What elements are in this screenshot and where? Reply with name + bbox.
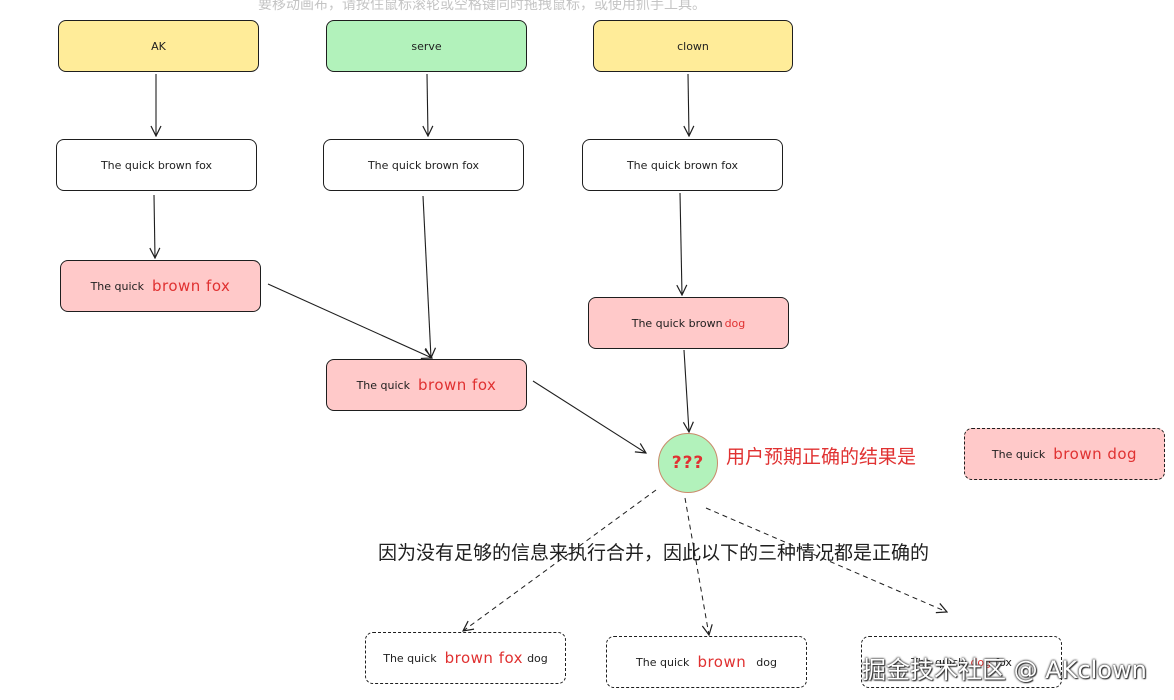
arrow-serve-base-to-merged <box>422 195 431 358</box>
merge-symbol: ??? <box>671 453 705 473</box>
serve-merged-prefix: The quick <box>356 378 410 392</box>
branch-ak-node[interactable]: AK <box>58 20 259 72</box>
dashed-arrow-outcome-3 <box>705 507 947 612</box>
clown-edit-prefix: The quick brown <box>631 316 723 330</box>
serve-base-text: The quick brown fox <box>367 158 480 172</box>
outcome-2-prefix: The quick <box>636 655 690 669</box>
clown-base-node[interactable]: The quick brown fox <box>582 139 783 191</box>
arrow-clown-edit-to-merge <box>684 349 689 432</box>
expected-result-node[interactable]: The quick brown dog <box>964 428 1165 480</box>
expected-result-label: 用户预期正确的结果是 <box>726 446 917 468</box>
branch-serve-label: serve <box>411 39 442 53</box>
arrow-merged-to-merge <box>532 380 646 453</box>
outcome-1-prefix: The quick <box>383 651 437 665</box>
arrow-clown-base-to-edit <box>680 192 682 295</box>
expected-highlight: brown dog <box>1053 445 1138 463</box>
ak-edit-node[interactable]: The quick brown fox <box>60 260 261 312</box>
serve-base-node[interactable]: The quick brown fox <box>323 139 524 191</box>
branch-clown-label: clown <box>677 39 709 53</box>
clown-edit-highlight: dog <box>724 316 746 330</box>
clown-edit-node[interactable]: The quick brown dog <box>588 297 789 349</box>
outcome-1-highlight: brown fox <box>444 649 524 667</box>
canvas-hint: 要移动画布，请按住鼠标滚轮或空格键同时拖拽鼠标，或使用抓手工具。 <box>258 0 706 13</box>
ak-base-node[interactable]: The quick brown fox <box>56 139 257 191</box>
branch-ak-label: AK <box>151 39 166 53</box>
explanation-text: 因为没有足够的信息来执行合并，因此以下的三种情况都是正确的 <box>378 542 930 564</box>
outcome-1-suffix: dog <box>527 651 548 665</box>
dashed-arrow-outcome-1 <box>463 489 657 631</box>
serve-merged-node[interactable]: The quick brown fox <box>326 359 527 411</box>
arrow-serve-to-base <box>427 73 428 136</box>
serve-merged-highlight: brown fox <box>417 376 497 394</box>
watermark: 掘金技术社区 @ AKclown <box>862 656 1147 684</box>
outcome-2-highlight: brown <box>697 653 747 671</box>
outcome-3-highlight: dog <box>970 655 992 669</box>
outcome-3-prefix: The quick <box>911 655 965 669</box>
ak-base-text: The quick brown fox <box>100 158 213 172</box>
outcome-node-3[interactable]: The quick dog fox <box>861 636 1062 688</box>
clown-base-text: The quick brown fox <box>626 158 739 172</box>
arrow-ak-edit-to-merged <box>267 283 432 358</box>
dashed-arrow-outcome-2 <box>684 497 709 635</box>
ak-edit-highlight: brown fox <box>151 277 231 295</box>
branch-clown-node[interactable]: clown <box>593 20 793 72</box>
merge-conflict-node[interactable]: ??? <box>658 433 718 493</box>
branch-serve-node[interactable]: serve <box>326 20 527 72</box>
ak-edit-prefix: The quick <box>90 279 144 293</box>
outcome-2-suffix: dog <box>756 655 777 669</box>
expected-prefix: The quick <box>991 447 1046 461</box>
arrow-clown-to-base <box>688 73 689 136</box>
arrow-ak-base-to-edit <box>154 194 155 258</box>
outcome-node-1[interactable]: The quick brown fox dog <box>365 632 566 684</box>
outcome-3-suffix: fox <box>995 655 1012 669</box>
outcome-node-2[interactable]: The quick brown dog <box>606 636 807 688</box>
